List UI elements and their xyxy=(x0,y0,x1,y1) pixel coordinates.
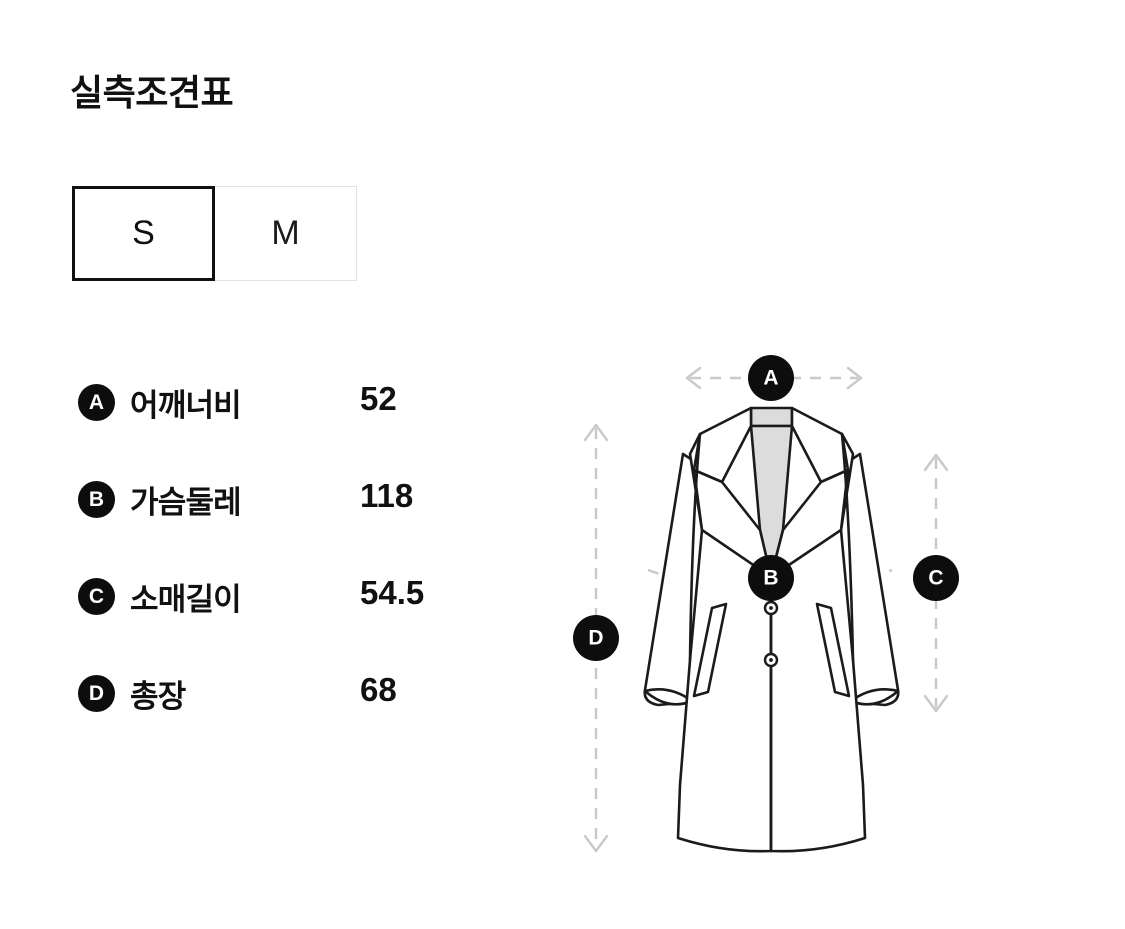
coat-left-shoulder-seam xyxy=(688,432,702,662)
measurement-row-c: C 소매길이 54.5 xyxy=(78,574,498,671)
diagram-marker-a-letter: A xyxy=(763,367,778,390)
badge-d-letter: D xyxy=(88,682,105,705)
measurement-label-d: 총장 xyxy=(130,679,186,714)
coat-lapel-left xyxy=(692,468,773,579)
coat-buttons xyxy=(763,600,779,668)
measurement-row-d: D 총장 68 xyxy=(78,671,498,768)
coat-button-1-center xyxy=(769,606,773,610)
coat-right-shoulder-seam xyxy=(840,432,855,662)
measurement-row-b: B 가슴둘레 118 xyxy=(78,477,498,574)
size-tab-m-label: M xyxy=(271,214,300,252)
measurement-label-c: 소매길이 xyxy=(130,582,242,617)
size-tab-s[interactable]: S xyxy=(72,186,215,281)
measurement-label-a: 어깨너비 xyxy=(130,388,242,423)
diagram-marker-b: B xyxy=(748,555,794,601)
coat-lapel-right xyxy=(769,468,850,579)
badge-a-letter: A xyxy=(88,391,105,414)
badge-d-icon: D xyxy=(78,675,115,712)
measurement-value-b: 118 xyxy=(360,477,414,514)
coat-illustration-svg: A B C D xyxy=(573,355,959,853)
diagram-markers: A B C D xyxy=(573,355,959,661)
measurement-value-d: 68 xyxy=(360,671,397,708)
diagram-marker-b-letter: B xyxy=(763,567,778,590)
size-tab-m[interactable]: M xyxy=(214,186,357,281)
measurement-label-b: 가슴둘레 xyxy=(130,485,242,520)
badge-a-icon: A xyxy=(78,384,115,421)
measurement-value-a: 52 xyxy=(360,380,397,417)
coat-drawing xyxy=(643,406,900,853)
badge-b-icon: B xyxy=(78,481,115,518)
diagram-marker-a: A xyxy=(748,355,794,401)
diagram-marker-d: D xyxy=(573,615,619,661)
measurement-value-c: 54.5 xyxy=(360,574,425,611)
coat-pocket-right xyxy=(815,602,851,698)
size-tab-s-label: S xyxy=(132,214,155,252)
badge-c-icon: C xyxy=(78,578,115,615)
measurement-row-a: A 어깨너비 52 xyxy=(78,380,498,477)
measurement-list: A 어깨너비 52 B 가슴둘레 118 C 소매길이 54.5 D 총장 68 xyxy=(78,380,498,768)
badge-b-letter: B xyxy=(88,488,105,511)
diagram-marker-c: C xyxy=(913,555,959,601)
coat-button-2-center xyxy=(769,658,773,662)
garment-diagram: A B C D xyxy=(540,330,1010,890)
coat-neck-band xyxy=(749,406,794,428)
badge-c-letter: C xyxy=(88,585,105,608)
size-tab-group: S M xyxy=(72,186,357,281)
diagram-marker-c-letter: C xyxy=(928,567,943,590)
page-title: 실측조견표 xyxy=(70,72,234,113)
coat-pocket-left xyxy=(692,602,728,698)
diagram-marker-d-letter: D xyxy=(588,627,603,650)
